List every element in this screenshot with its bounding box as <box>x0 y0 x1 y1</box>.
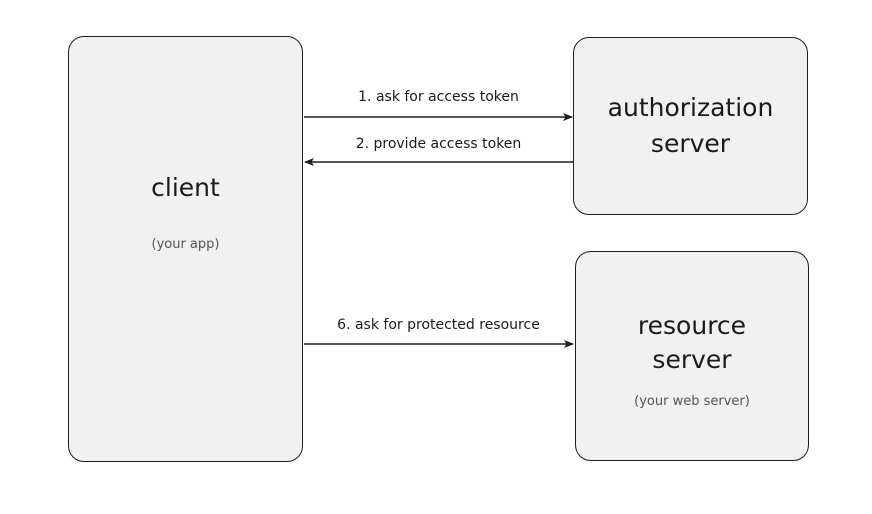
arrow-6-label: 6. ask for protected resource <box>337 317 540 333</box>
arrow-2-label: 2. provide access token <box>355 136 522 152</box>
authorization-server-title-line1: authorization <box>607 93 774 122</box>
resource-server-subtitle: (your web server) <box>634 394 750 409</box>
client-title: client <box>151 173 220 202</box>
authorization-server-title-line2: server <box>650 129 731 158</box>
resource-server-box: resource server (your web server) <box>575 251 809 461</box>
resource-server-title-line1: resource <box>637 311 747 340</box>
authorization-server-box: authorization server <box>573 37 808 215</box>
client-box: client (your app) <box>68 36 303 462</box>
client-subtitle: (your app) <box>151 237 220 252</box>
resource-server-title-line2: server <box>652 345 732 374</box>
arrow-1-label: 1. ask for access token <box>358 89 519 105</box>
